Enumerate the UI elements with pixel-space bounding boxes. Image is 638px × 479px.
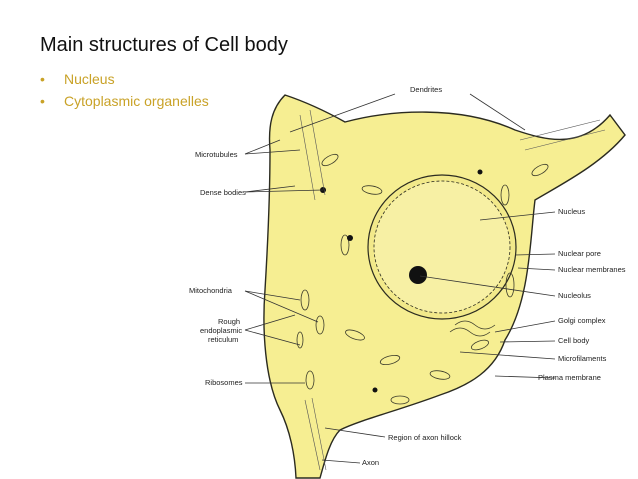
label-nuclear-membranes: Nuclear membranes bbox=[558, 265, 626, 274]
label-dense-bodies: Dense bodies bbox=[200, 188, 246, 197]
bullet-dot-icon: • bbox=[40, 71, 45, 87]
slide-title: Main structures of Cell body bbox=[40, 34, 288, 56]
organelles bbox=[296, 109, 606, 471]
bullet-list: • Nucleus • Cytoplasmic organelles bbox=[40, 68, 209, 112]
label-rough-er-1: Rough bbox=[218, 317, 240, 326]
label-mitochondria: Mitochondria bbox=[189, 286, 233, 295]
bullet-item: • Nucleus bbox=[40, 68, 209, 90]
label-nuclear-pore: Nuclear pore bbox=[558, 249, 601, 258]
nucleus-inner-membrane bbox=[373, 180, 511, 314]
label-axon: Axon bbox=[362, 458, 379, 467]
bullet-dot-icon: • bbox=[40, 93, 45, 109]
label-nucleus: Nucleus bbox=[558, 207, 585, 216]
label-axon-hillock: Region of axon hillock bbox=[388, 433, 462, 442]
label-dendrites: Dendrites bbox=[410, 85, 442, 94]
label-rough-er-3: reticulum bbox=[208, 335, 238, 344]
label-microfilaments: Microfilaments bbox=[558, 354, 607, 363]
bullet-label: Nucleus bbox=[64, 71, 115, 87]
nucleolus bbox=[409, 266, 427, 284]
label-golgi-complex: Golgi complex bbox=[558, 316, 606, 325]
label-cell-body: Cell body bbox=[558, 336, 590, 345]
label-rough-er-2: endoplasmic bbox=[200, 326, 242, 335]
label-nucleolus: Nucleolus bbox=[558, 291, 591, 300]
leader-lines bbox=[244, 93, 556, 464]
label-microtubules: Microtubules bbox=[195, 150, 238, 159]
label-ribosomes: Ribosomes bbox=[205, 378, 243, 387]
bullet-item: • Cytoplasmic organelles bbox=[40, 90, 209, 112]
label-plasma-membrane: Plasma membrane bbox=[538, 373, 601, 382]
bullet-label: Cytoplasmic organelles bbox=[64, 93, 209, 109]
